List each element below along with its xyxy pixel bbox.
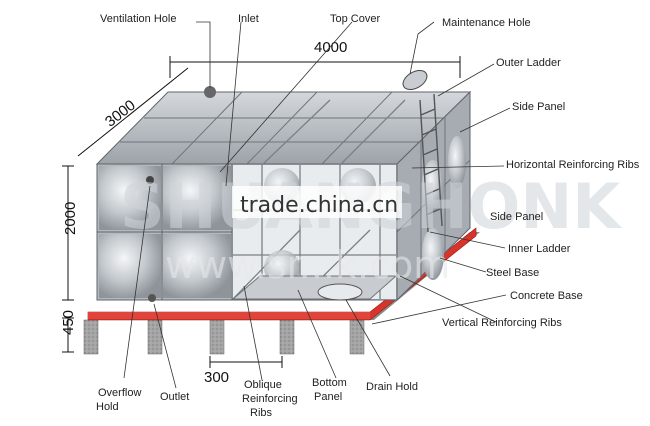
label-outlet: Outlet	[160, 391, 189, 403]
label-oblique-3: Ribs	[250, 407, 273, 419]
label-inner-ladder: Inner Ladder	[508, 243, 571, 255]
dim-length: 4000	[314, 39, 347, 56]
front-panels-row2	[99, 234, 231, 298]
ventilation-hole	[204, 86, 216, 98]
overflow-pipe	[146, 176, 154, 184]
watermark-url: www.sr...k.com	[165, 243, 450, 287]
watermark: SHUANGHONK www.sr...k.com trade.china.cn	[120, 170, 622, 287]
maintenance-cover	[402, 70, 428, 90]
label-steel-base: Steel Base	[486, 267, 539, 279]
watermark-site: trade.china.cn	[240, 193, 398, 218]
label-inlet: Inlet	[238, 13, 259, 25]
label-maintenance-hole: Maintenance Hole	[442, 17, 531, 29]
label-overflow-1: Overflow	[98, 387, 141, 399]
label-oblique-1: Oblique	[244, 379, 282, 391]
label-bottom-2: Panel	[314, 391, 342, 403]
dim-base-spacing: 300	[204, 369, 229, 386]
label-ventilation-hole: Ventilation Hole	[100, 13, 176, 25]
front-panels-row1	[99, 166, 231, 230]
label-vertical-ribs: Vertical Reinforcing Ribs	[442, 317, 562, 329]
label-top-cover: Top Cover	[330, 13, 380, 25]
label-side-panel: Side Panel	[512, 101, 565, 113]
dimensions	[62, 56, 461, 368]
label-overflow-2: Hold	[96, 401, 119, 413]
outlet-pipe	[148, 294, 156, 302]
label-outer-ladder: Outer Ladder	[496, 57, 561, 69]
top-fittings	[204, 70, 428, 98]
tank-top	[95, 91, 472, 165]
steel-base	[87, 227, 477, 321]
dim-height: 2000	[62, 202, 79, 235]
outer-ladder	[419, 93, 443, 233]
label-drain: Drain Hold	[366, 381, 418, 393]
label-bottom-1: Bottom	[312, 377, 347, 389]
leader-lines	[123, 21, 511, 389]
labels: Ventilation Hole Inlet Top Cover Mainten…	[96, 13, 640, 419]
label-side-panel-hidden: Side Panel	[490, 211, 543, 223]
dim-base-height: 450	[60, 310, 77, 335]
label-oblique-2: Reinforcing	[242, 393, 298, 405]
label-concrete-base: Concrete Base	[510, 290, 583, 302]
label-horizontal-ribs: Horizontal Reinforcing Ribs	[506, 159, 640, 171]
dim-width: 3000	[102, 97, 139, 131]
